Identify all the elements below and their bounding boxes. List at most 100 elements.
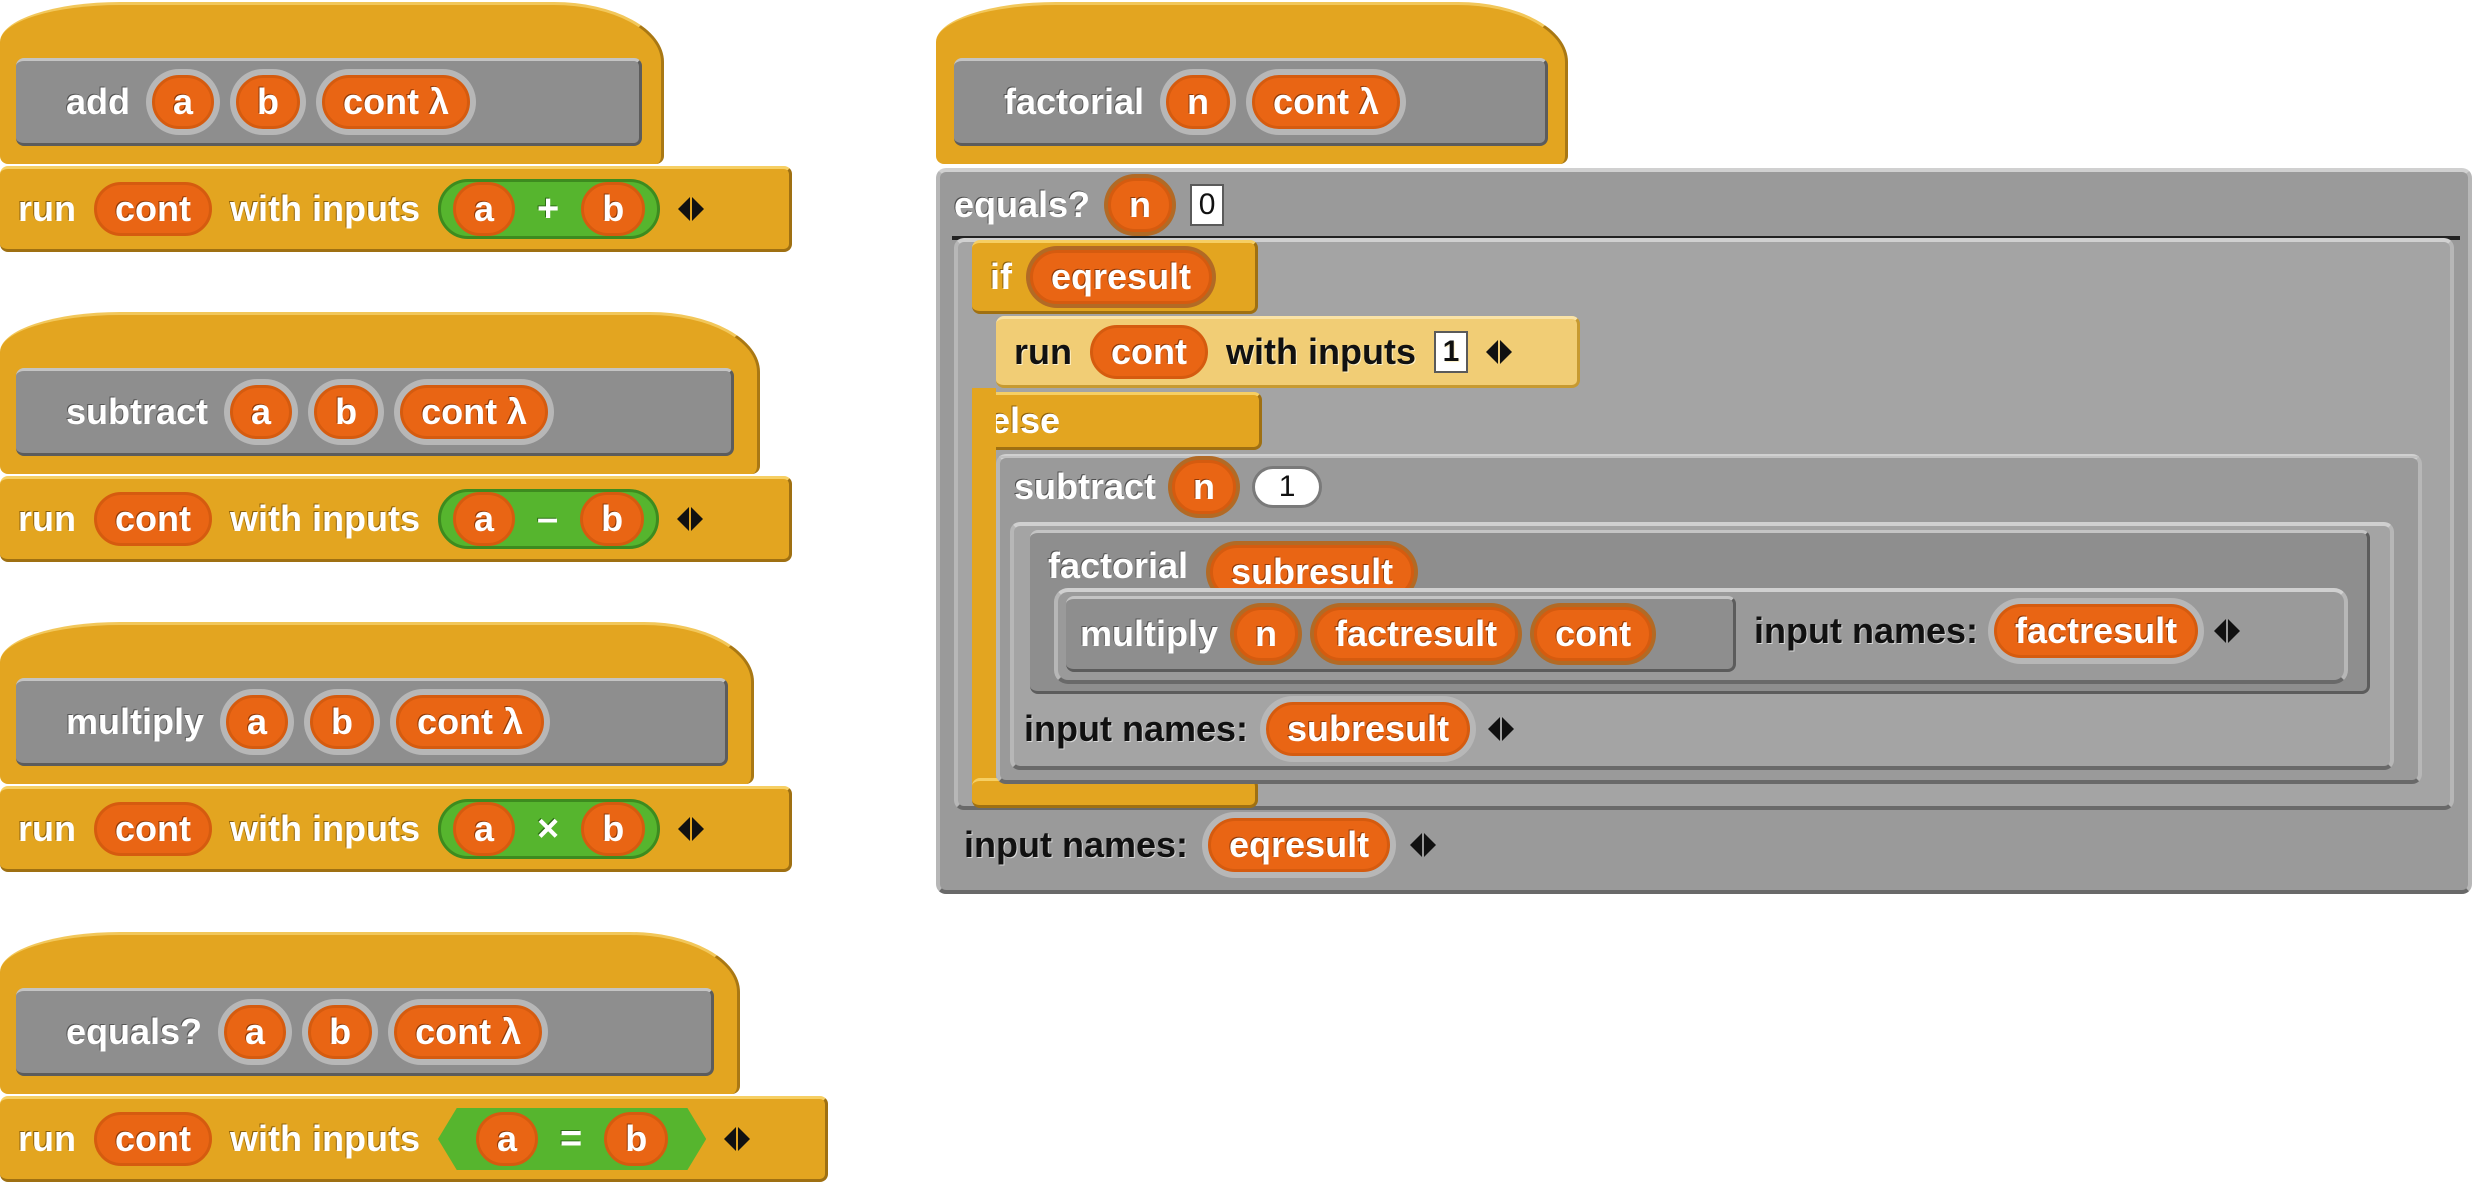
eqresult-variable[interactable]: eqresult [1030, 250, 1213, 304]
left-operand[interactable]: a [452, 802, 515, 856]
subtract-prototype[interactable]: subtract a b cont λ [16, 368, 734, 456]
subtract-one-input[interactable]: 1 [1252, 466, 1323, 508]
sum-expression[interactable]: a + b [437, 179, 661, 239]
param-cont-lambda[interactable]: cont λ [322, 75, 471, 129]
param-a[interactable]: a [152, 75, 215, 129]
if-left-rail [972, 388, 996, 798]
input-arrows[interactable] [677, 507, 704, 531]
add-prototype[interactable]: add a b cont λ [16, 58, 642, 146]
subtract-call-row[interactable]: subtract n 1 [1014, 460, 1323, 514]
equals-call-row[interactable]: equals? n 0 [954, 178, 1225, 232]
input-arrows[interactable] [1485, 340, 1512, 364]
input-arrows[interactable] [678, 197, 705, 221]
right-arrow-icon[interactable] [1502, 717, 1515, 741]
run-label: run [18, 498, 76, 539]
left-arrow-icon[interactable] [1410, 833, 1423, 857]
right-arrow-icon[interactable] [2228, 619, 2241, 643]
factresult-input-variable[interactable]: factresult [1994, 604, 2199, 658]
if-block[interactable]: if eqresult [972, 240, 1258, 314]
param-cont-lambda[interactable]: cont λ [1252, 75, 1401, 129]
run-label: run [18, 188, 76, 229]
left-operand[interactable]: a [452, 182, 515, 236]
param-a[interactable]: a [230, 385, 293, 439]
subtract-run-command[interactable]: run cont with inputs a – b [0, 476, 792, 562]
run-label: run [18, 808, 76, 849]
param-a[interactable]: a [224, 1005, 287, 1059]
input-arrows[interactable] [678, 817, 705, 841]
right-operand[interactable]: b [581, 802, 646, 856]
param-n[interactable]: n [1166, 75, 1231, 129]
multiply-cont-variable[interactable]: cont [1534, 607, 1653, 661]
add-run-command[interactable]: run cont with inputs a + b [0, 166, 792, 252]
product-expression[interactable]: a × b [437, 799, 661, 859]
subtract-call-label: subtract [1014, 466, 1157, 507]
add-title: add [66, 81, 131, 122]
multiply-call[interactable]: multiply n factresult cont [1066, 596, 1736, 672]
param-b[interactable]: b [308, 1005, 373, 1059]
right-operand[interactable]: b [604, 1112, 669, 1166]
subresult-input-variable[interactable]: subresult [1266, 702, 1471, 756]
left-arrow-icon[interactable] [2214, 619, 2227, 643]
operator-symbol: × [537, 807, 560, 850]
input-names-label: input names: [1754, 610, 1979, 651]
multiply-n-variable[interactable]: n [1234, 607, 1299, 661]
param-cont-lambda[interactable]: cont λ [400, 385, 549, 439]
factresult-input-names[interactable]: input names: factresult [1754, 604, 2241, 658]
equals-n-variable[interactable]: n [1108, 178, 1173, 232]
left-arrow-icon[interactable] [678, 197, 691, 221]
subtract-n-variable[interactable]: n [1172, 460, 1237, 514]
equals-zero-input[interactable]: 0 [1190, 184, 1225, 226]
cont-variable[interactable]: cont [1090, 325, 1208, 379]
multiply-prototype[interactable]: multiply a b cont λ [16, 678, 728, 766]
equals-run-command[interactable]: run cont with inputs a = b [0, 1096, 828, 1182]
multiply-run-command[interactable]: run cont with inputs a × b [0, 786, 792, 872]
with-inputs-label: with inputs [230, 188, 420, 229]
right-arrow-icon[interactable] [691, 507, 704, 531]
one-input[interactable]: 1 [1433, 331, 1468, 373]
cont-variable[interactable]: cont [94, 1112, 212, 1166]
param-cont-lambda[interactable]: cont λ [396, 695, 545, 749]
input-arrows[interactable] [724, 1127, 751, 1151]
left-arrow-icon[interactable] [724, 1127, 737, 1151]
right-arrow-icon[interactable] [1499, 340, 1512, 364]
left-arrow-icon[interactable] [1485, 340, 1498, 364]
else-block[interactable]: else [972, 392, 1262, 450]
left-arrow-icon[interactable] [677, 507, 690, 531]
right-operand[interactable]: b [581, 182, 646, 236]
subresult-input-names[interactable]: input names: subresult [1024, 702, 1515, 756]
right-arrow-icon[interactable] [738, 1127, 751, 1151]
equals-prototype[interactable]: equals? a b cont λ [16, 988, 714, 1076]
left-operand[interactable]: a [475, 1112, 538, 1166]
cont-variable[interactable]: cont [94, 492, 212, 546]
eqresult-input-variable[interactable]: eqresult [1208, 818, 1391, 872]
left-arrow-icon[interactable] [678, 817, 691, 841]
factorial-prototype[interactable]: factorial n cont λ [954, 58, 1548, 146]
right-operand[interactable]: b [580, 492, 645, 546]
cont-variable[interactable]: cont [94, 182, 212, 236]
right-arrow-icon[interactable] [1424, 833, 1437, 857]
else-label: else [990, 400, 1061, 441]
right-arrow-icon[interactable] [692, 197, 705, 221]
param-b[interactable]: b [314, 385, 379, 439]
eqresult-input-names[interactable]: input names: eqresult [964, 818, 1437, 872]
with-inputs-label: with inputs [230, 808, 420, 849]
param-a[interactable]: a [226, 695, 289, 749]
param-b[interactable]: b [236, 75, 301, 129]
right-arrow-icon[interactable] [692, 817, 705, 841]
input-names-label: input names: [1024, 708, 1249, 749]
left-arrow-icon[interactable] [1488, 717, 1501, 741]
operator-symbol: + [537, 187, 560, 230]
difference-expression[interactable]: a – b [437, 489, 660, 549]
param-b[interactable]: b [310, 695, 375, 749]
input-arrows[interactable] [1410, 833, 1437, 857]
input-arrows[interactable] [1488, 717, 1515, 741]
cont-variable[interactable]: cont [94, 802, 212, 856]
equality-expression[interactable]: a = b [437, 1108, 707, 1170]
input-arrows[interactable] [2214, 619, 2241, 643]
equals-title: equals? [66, 1011, 203, 1052]
param-cont-lambda[interactable]: cont λ [394, 1005, 543, 1059]
run-cont-one-command[interactable]: run cont with inputs 1 [996, 316, 1580, 388]
multiply-factresult-variable[interactable]: factresult [1314, 607, 1519, 661]
operator-symbol: – [537, 497, 559, 540]
left-operand[interactable]: a [452, 492, 515, 546]
